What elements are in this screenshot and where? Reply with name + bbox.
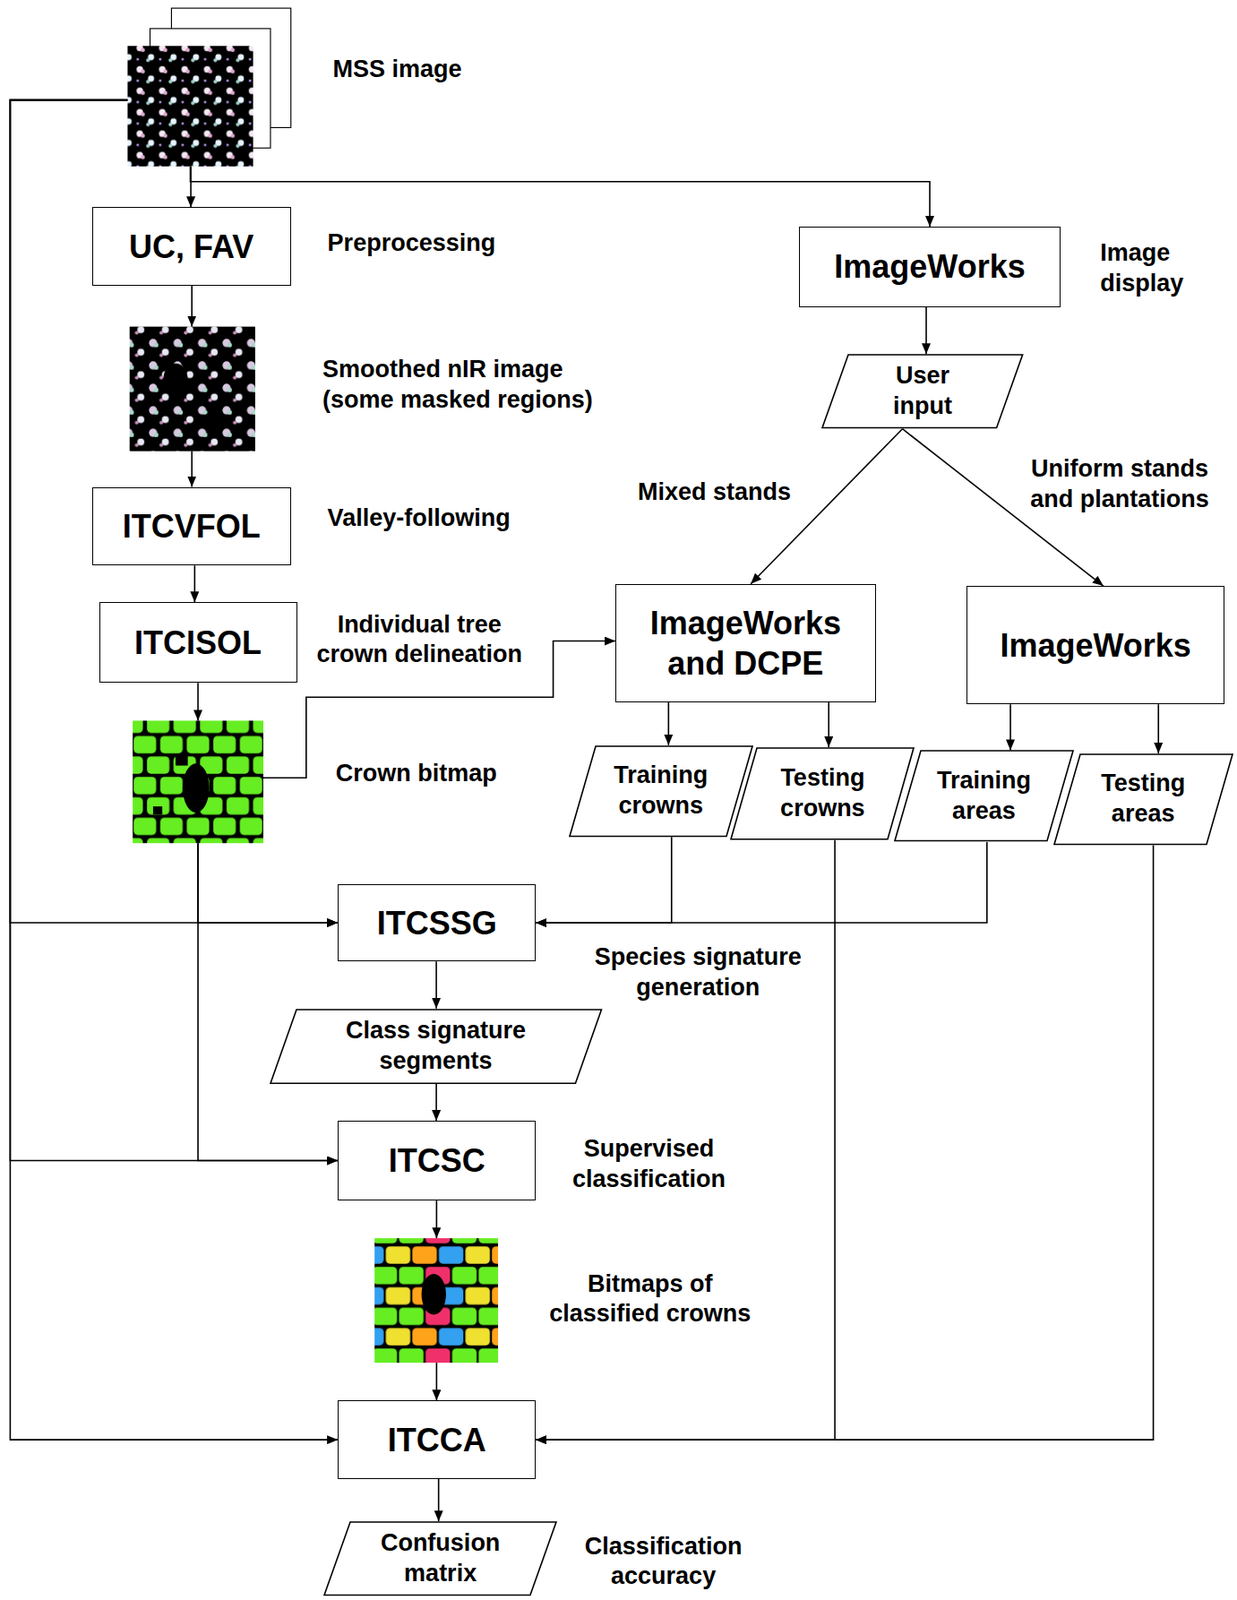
- classified-image: [374, 1237, 499, 1363]
- process-box: ITCISOLIndividual tree crown delineation: [99, 601, 298, 683]
- connector: [535, 840, 835, 1440]
- crown-bitmap-image: [132, 720, 264, 843]
- side-label: MSS image: [332, 54, 462, 86]
- process-box: UC, FAVPreprocessing: [92, 206, 292, 286]
- edge-label: Uniform stands and plantations: [1020, 454, 1219, 516]
- connector: [535, 836, 672, 923]
- image-node: Smoothed nIR image (some masked regions): [129, 326, 256, 452]
- connector: [668, 702, 671, 746]
- connector: [197, 842, 338, 923]
- connector: [197, 842, 338, 1160]
- box-label: ImageWorks: [999, 625, 1191, 666]
- process-box: ITCSCSupervised classification: [337, 1120, 536, 1201]
- box-label: ITCSSG: [377, 902, 498, 944]
- process-box: ImageWorks and DCPE: [615, 584, 877, 703]
- parallelogram-shape: [324, 1521, 557, 1596]
- process-box: ITCVFOLValley-following: [92, 487, 292, 567]
- connector: [9, 100, 338, 923]
- gap-region: [421, 1273, 447, 1315]
- parallelogram-shape: [730, 747, 914, 840]
- masked-region: [163, 363, 188, 396]
- side-label: Valley-following: [327, 503, 511, 534]
- data-parallelogram: Testing crowns: [730, 747, 915, 841]
- side-label: Crown bitmap: [335, 758, 498, 790]
- parallelogram-shape: [894, 750, 1074, 842]
- image-node: MSS image: [127, 45, 253, 166]
- process-box: ITCCA: [337, 1400, 536, 1479]
- box-label: ITCSC: [388, 1140, 486, 1181]
- box-label: ITCVFOL: [122, 506, 261, 547]
- data-parallelogram: Training crowns: [568, 745, 754, 838]
- connector: [9, 100, 338, 1161]
- connector: [194, 565, 197, 602]
- connector: [925, 307, 928, 354]
- connector: [435, 1083, 438, 1121]
- image-node: Crown bitmap: [132, 720, 264, 843]
- data-parallelogram: Testing areas: [1053, 753, 1234, 846]
- connector: [827, 702, 830, 748]
- connector: [1009, 704, 1012, 750]
- data-parallelogram: Training areas: [893, 749, 1074, 842]
- connector: [438, 1478, 440, 1521]
- side-label: Preprocessing: [327, 228, 497, 259]
- connector: [9, 100, 338, 1440]
- box-label: Training areas: [927, 765, 1040, 827]
- box-label: Class signature segments: [328, 1015, 544, 1077]
- side-label: Species signature generation: [585, 942, 810, 1004]
- side-label: Individual tree crown delineation: [309, 609, 530, 671]
- box-label: ITCISOL: [134, 622, 262, 663]
- connector: [189, 166, 930, 227]
- connectors: [9, 100, 1159, 1522]
- smoothed-image: [129, 326, 256, 452]
- parallelogram-outline: [893, 749, 1074, 842]
- connector: [535, 844, 1153, 1440]
- masked-region: [202, 412, 224, 429]
- parallelogram-outline: [730, 747, 915, 841]
- box-label: User input: [882, 360, 963, 422]
- data-parallelogram: Class signature segments: [269, 1008, 602, 1084]
- data-parallelogram: User input: [821, 353, 1024, 430]
- process-box: ImageWorksImage display: [798, 226, 1061, 308]
- box-label: Testing areas: [1087, 768, 1200, 830]
- edge-label: Mixed stands: [635, 477, 794, 508]
- box-label: ITCCA: [387, 1419, 487, 1461]
- connector: [190, 451, 193, 488]
- connector: [197, 682, 199, 721]
- side-label: Smoothed nIR image (some masked regions): [322, 354, 610, 416]
- data-parallelogram: Confusion matrixClassification accuracy: [323, 1520, 558, 1597]
- parallelogram-outline: [568, 745, 754, 838]
- connector: [436, 1362, 439, 1401]
- parallelogram-outline: [1053, 753, 1234, 846]
- process-box: ImageWorks: [966, 585, 1225, 705]
- gap-region: [182, 763, 210, 813]
- parallelogram-shape: [270, 1009, 602, 1083]
- parallelogram-shape: [822, 354, 1023, 429]
- box-label: Training crowns: [602, 760, 720, 822]
- side-label: Bitmaps of classified crowns: [542, 1269, 758, 1331]
- box-label: ImageWorks and DCPE: [642, 602, 849, 684]
- box-label: UC, FAV: [128, 226, 254, 267]
- connector: [436, 1200, 439, 1238]
- gap-region: [175, 755, 189, 765]
- connector: [1157, 704, 1160, 754]
- gap-region: [153, 806, 163, 815]
- process-box: ITCSSGSpecies signature generation: [337, 884, 536, 963]
- parallelogram-shape: [569, 746, 753, 837]
- box-label: Testing crowns: [764, 763, 881, 825]
- parallelogram-shape: [1054, 754, 1233, 845]
- connector: [435, 961, 438, 1008]
- connector: [190, 285, 193, 327]
- side-label: Classification accuracy: [575, 1531, 751, 1593]
- image-node: Bitmaps of classified crowns: [374, 1237, 499, 1363]
- connector: [535, 841, 988, 923]
- mss-image: [127, 45, 253, 166]
- side-label: Supervised classification: [564, 1133, 735, 1195]
- box-label: ImageWorks: [833, 246, 1025, 287]
- side-label: Image display: [1099, 238, 1199, 300]
- box-label: Confusion matrix: [373, 1528, 508, 1590]
